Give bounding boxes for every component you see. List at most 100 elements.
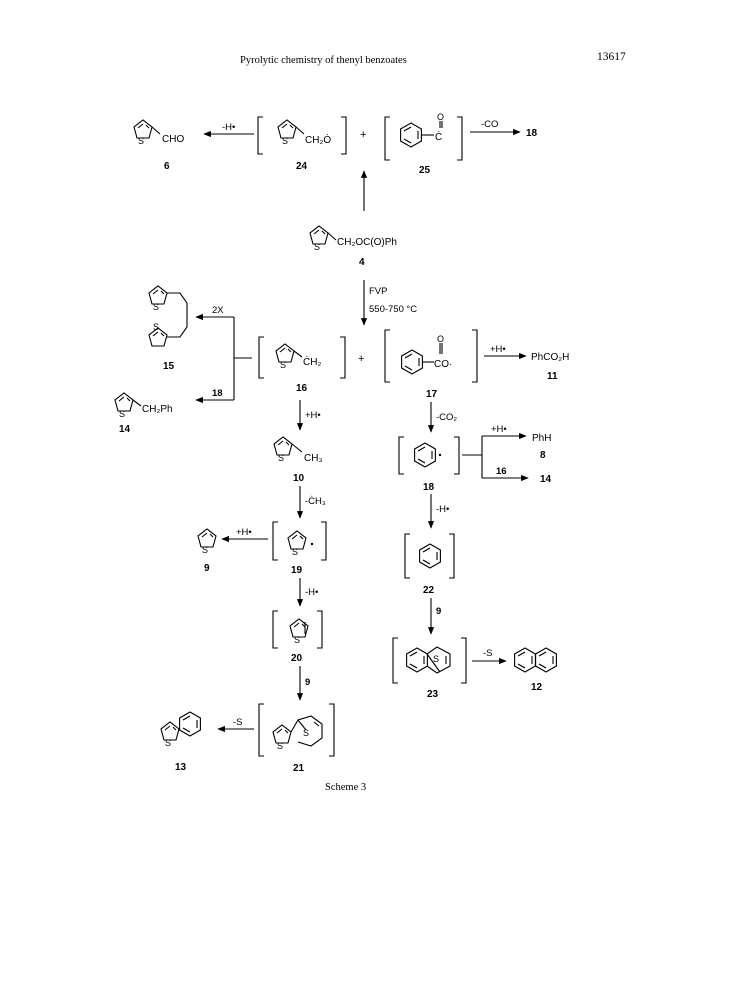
sulfur-label-20: S xyxy=(294,635,300,645)
bracket-left-21 xyxy=(258,703,264,757)
sulfur-label-16: S xyxy=(280,360,286,370)
compound-18: 18 xyxy=(398,436,460,493)
sulfur-label-6: S xyxy=(138,136,144,146)
sulfur-label-24: S xyxy=(282,136,288,146)
plus-24-25: + xyxy=(360,129,366,141)
sulfur-label-21b: S xyxy=(303,728,309,738)
arrow-label-25-to-18: -CO xyxy=(481,119,498,130)
bracket-right-24 xyxy=(341,116,347,155)
compound-14: S CH₂Ph 14 xyxy=(114,392,173,435)
compound-4: S CH₂OC(O)Ph 4 xyxy=(309,225,397,268)
sulfur-label-21a: S xyxy=(277,741,283,751)
number-20: 20 xyxy=(291,653,303,664)
benzene-ring-17 xyxy=(401,349,423,375)
bracket-right-16 xyxy=(340,336,346,379)
compound-19: S 19 xyxy=(272,521,327,576)
benzene-ring-18 xyxy=(414,442,436,468)
benzene-ring-25 xyxy=(400,122,422,148)
arrow-label-24-to-6: -H• xyxy=(222,122,235,133)
plus-16-17: + xyxy=(358,353,364,365)
sulfur-label-23: S xyxy=(433,654,439,664)
formula-10: CH₃ xyxy=(304,453,323,464)
number-13: 13 xyxy=(175,762,187,773)
bracket-left-19 xyxy=(272,521,278,561)
compound-20: S 20 xyxy=(272,610,323,664)
fvp-label: FVP xyxy=(369,286,387,297)
arrow-label-2x: 2X xyxy=(212,305,224,316)
sulfur-label-19: S xyxy=(292,547,298,557)
compound-9: S 9 xyxy=(197,528,217,574)
number-11: 11 xyxy=(547,371,558,382)
compound-17: O CO· 17 xyxy=(384,329,478,400)
number-9: 9 xyxy=(204,563,210,574)
benzene-ring-23 xyxy=(406,647,428,673)
number-10: 10 xyxy=(293,473,305,484)
bracket-left-16 xyxy=(258,336,264,379)
bracket-right-22 xyxy=(449,533,455,579)
bracket-right-23 xyxy=(461,637,467,684)
benzene-ring-13 xyxy=(179,711,201,737)
formula-11: PhCO₂H xyxy=(531,352,569,363)
arrow-label-18-to-22: -H• xyxy=(436,504,449,515)
compound-21: S S 21 xyxy=(258,703,335,774)
arrow-label-17-to-11: +H• xyxy=(490,344,506,355)
sulfur-label-15b: S xyxy=(153,322,159,332)
arrow-label-18-with: 18 xyxy=(212,388,223,399)
number-15: 15 xyxy=(163,361,175,372)
number-4: 4 xyxy=(359,257,365,268)
bracket-right-25 xyxy=(457,116,463,161)
arrow-label-16-with: 16 xyxy=(496,466,507,477)
formula-24: CH₂Ȯ xyxy=(305,133,331,146)
arrow-label-23-to-12: -S xyxy=(483,648,493,659)
number-6: 6 xyxy=(164,161,170,172)
number-16: 16 xyxy=(296,383,308,394)
sulfur-label-10: S xyxy=(278,453,284,463)
bracket-right-17 xyxy=(472,329,478,383)
product-14-right: 14 xyxy=(540,474,552,485)
number-19: 19 xyxy=(291,565,303,576)
formula-25: Ċ xyxy=(435,130,442,143)
compound-16: S ĊH₂ 16 xyxy=(258,336,346,394)
compound-24: S CH₂Ȯ 24 xyxy=(257,116,347,172)
bracket-left-18 xyxy=(398,436,404,475)
benzene-ring-22 xyxy=(419,543,441,569)
arrow-label-16-to-10: +H• xyxy=(305,410,321,421)
scheme-caption: Scheme 3 xyxy=(325,782,366,793)
arrow-label-17-to-18: -CO₂ xyxy=(436,412,457,423)
formula-14: CH₂Ph xyxy=(142,404,173,415)
sulfur-label-4: S xyxy=(314,242,320,252)
arrow-label-22-to-23: 9 xyxy=(436,606,441,617)
number-18: 18 xyxy=(423,482,435,493)
product-18-of-25: 18 xyxy=(526,128,538,139)
number-17: 17 xyxy=(426,389,438,400)
bracket-left-23 xyxy=(392,637,398,684)
compound-25: O Ċ 25 xyxy=(384,112,463,176)
bracket-right-18 xyxy=(454,436,460,475)
compound-23: S 23 xyxy=(392,637,467,700)
number-25: 25 xyxy=(419,165,431,176)
compound-22: 22 xyxy=(404,533,455,596)
arrow-label-19-to-9: +H• xyxy=(236,527,252,538)
arrow-label-10-to-19: -ĊH₃ xyxy=(305,496,326,507)
sulfur-label-14: S xyxy=(119,409,125,419)
oxygen-label-25: O xyxy=(437,112,444,122)
formula-16: ĊH₂ xyxy=(303,355,321,368)
compound-15: S S 15 xyxy=(148,285,188,372)
sulfur-label-15a: S xyxy=(153,302,159,312)
sulfur-label-9: S xyxy=(202,545,208,555)
compound-10: S CH₃ 10 xyxy=(273,436,323,484)
bracket-left-22 xyxy=(404,533,410,579)
number-12: 12 xyxy=(531,682,543,693)
compound-13: S 13 xyxy=(160,711,201,773)
bracket-left-24 xyxy=(257,116,263,155)
arrow-label-20-to-21: 9 xyxy=(305,677,310,688)
naphthalene-ring-12b xyxy=(535,647,557,673)
bracket-right-20 xyxy=(317,610,323,649)
naphthalene-ring-12a xyxy=(514,647,536,673)
number-8: 8 xyxy=(540,450,546,461)
number-22: 22 xyxy=(423,585,435,596)
sulfur-label-13: S xyxy=(165,738,171,748)
page-number: 13617 xyxy=(597,51,626,63)
arrow-label-21-to-13: -S xyxy=(233,717,243,728)
